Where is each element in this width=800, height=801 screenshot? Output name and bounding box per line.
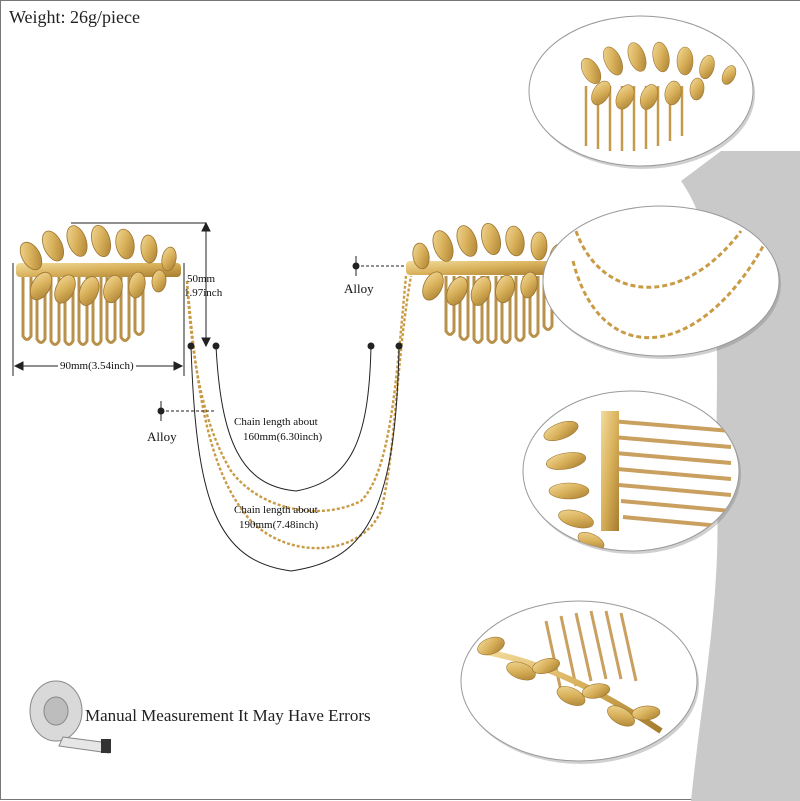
chains xyxy=(185,275,413,550)
height-inch-label: 1.97inch xyxy=(184,287,223,299)
measurement-note: Manual Measurement It May Have Errors xyxy=(85,706,371,725)
height-mm-label: 50mm xyxy=(187,273,216,285)
short-chain-label-line1: Chain length about xyxy=(234,416,318,428)
short-chain-label-line2: 160mm(6.30inch) xyxy=(243,431,323,443)
right-comb xyxy=(406,222,566,344)
detail-oval-comb-angled xyxy=(460,600,699,764)
long-chain-label-line2: 190mm(7.48inch) xyxy=(239,519,319,531)
left-comb xyxy=(16,224,181,346)
detail-oval-chains xyxy=(542,205,781,359)
weight-label: Weight: 26g/piece xyxy=(9,7,141,27)
detail-oval-comb-top xyxy=(528,15,755,169)
detail-oval-comb-teeth xyxy=(522,390,741,554)
width-label: 90mm(3.54inch) xyxy=(58,360,136,372)
alloy-label-left: Alloy xyxy=(147,429,177,444)
alloy-label-right: Alloy xyxy=(344,281,374,296)
tape-measure-icon xyxy=(29,680,111,754)
long-chain-label-line1: Chain length about xyxy=(234,504,318,516)
